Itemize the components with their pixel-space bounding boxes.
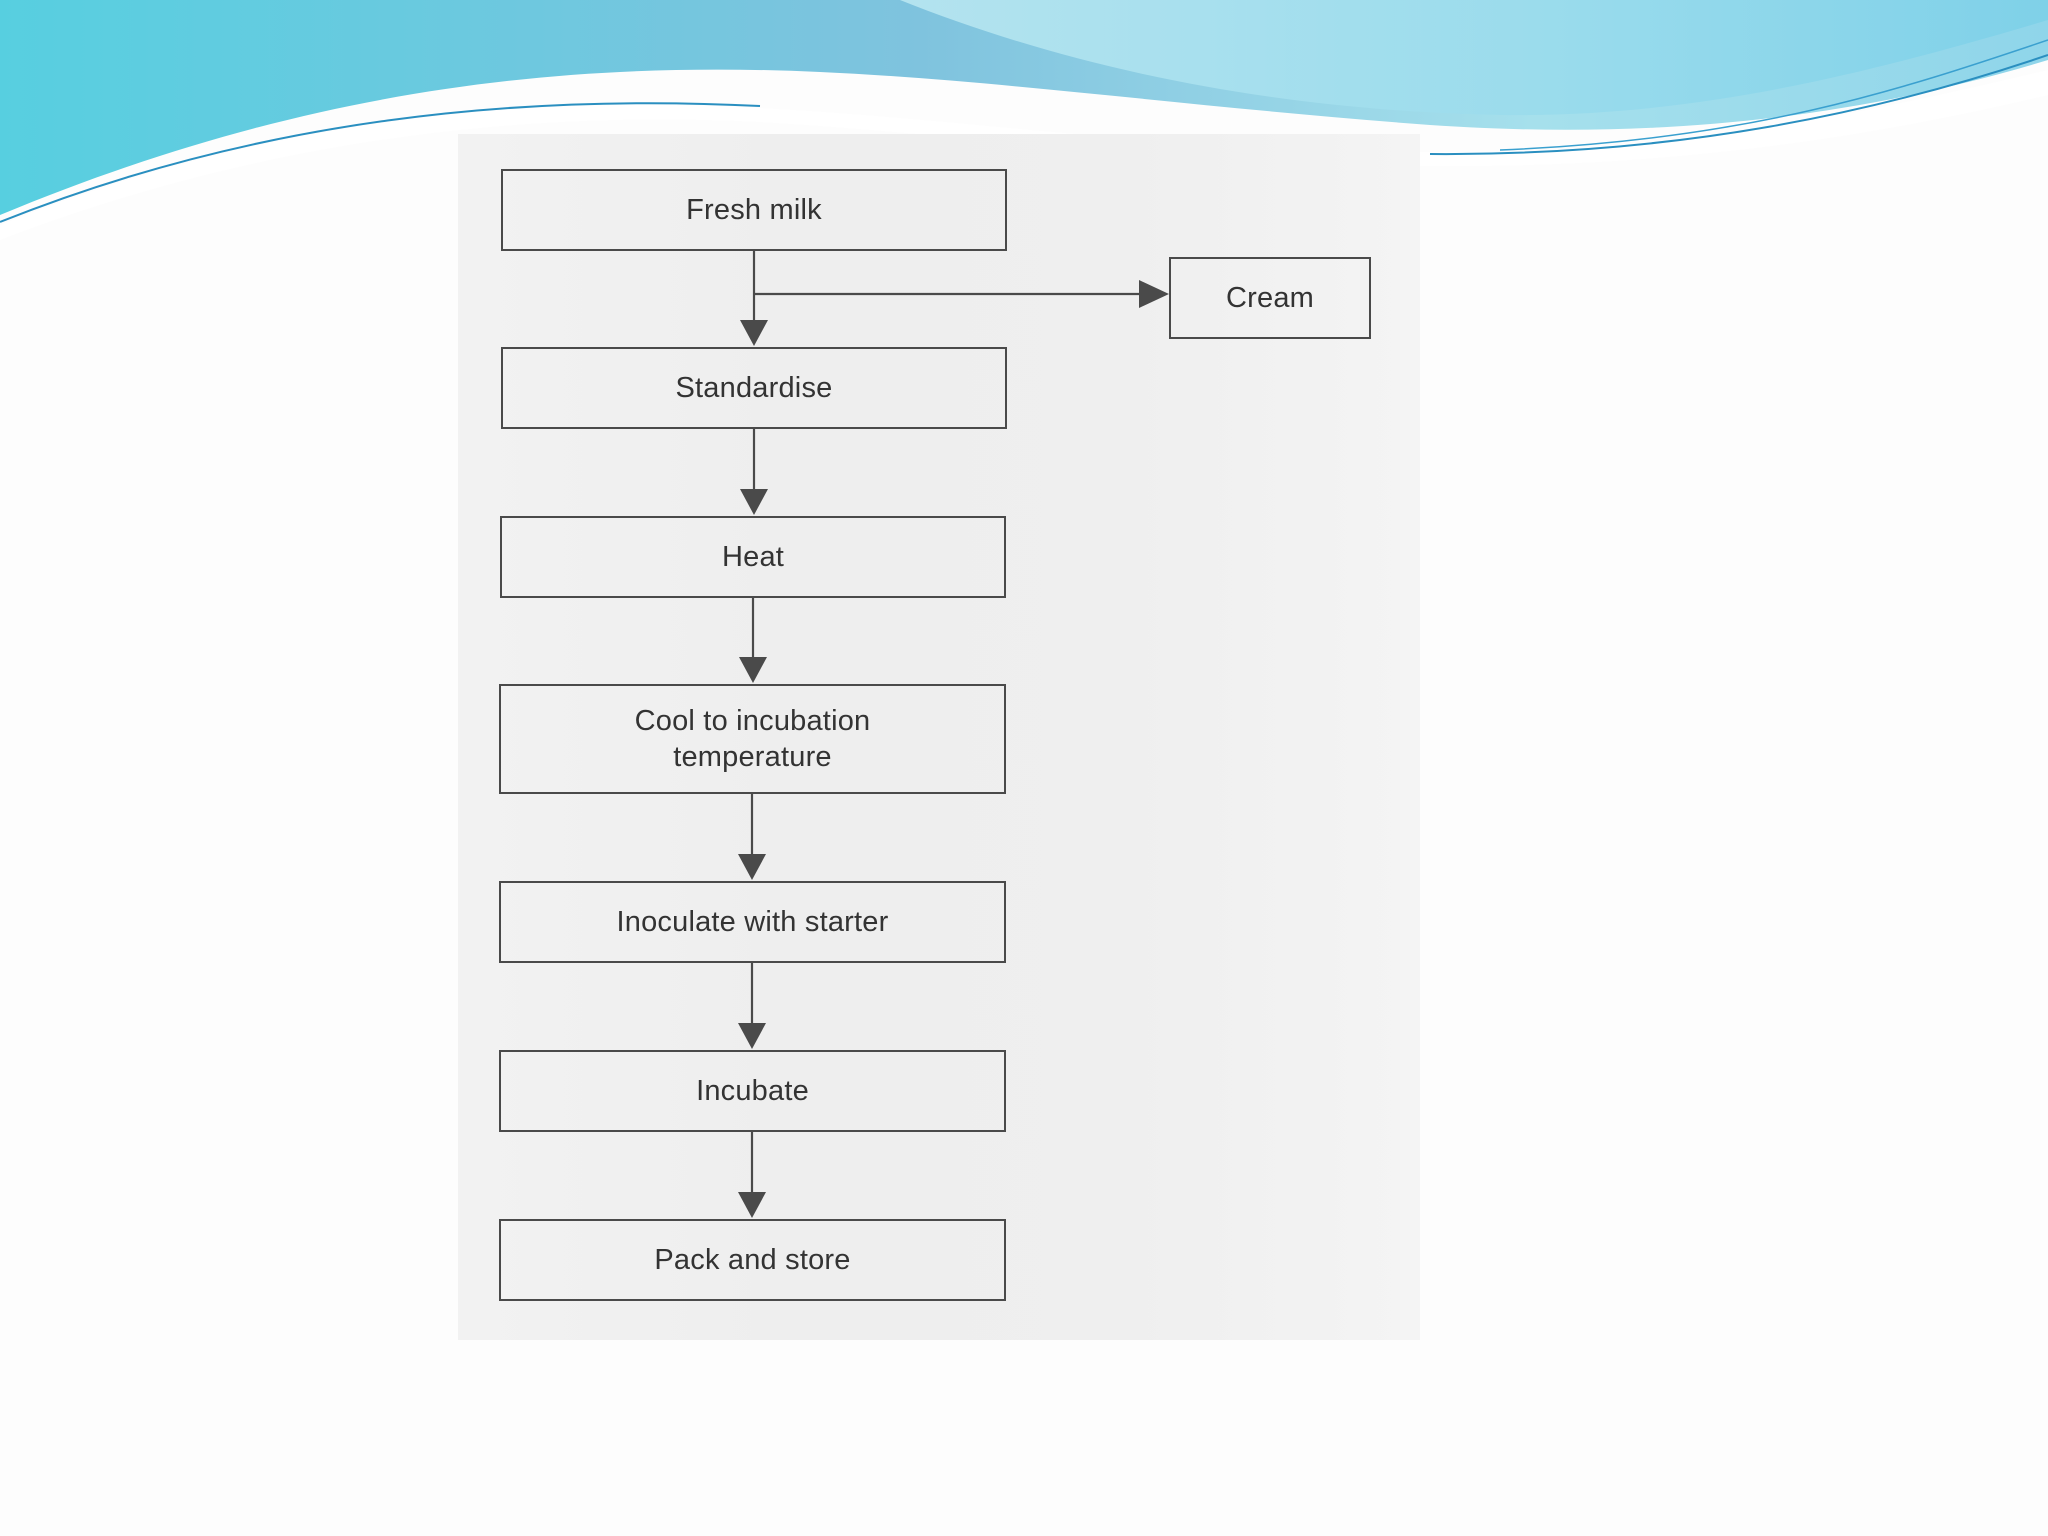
node-incubate: Incubate	[499, 1050, 1006, 1132]
node-cream-label: Cream	[1225, 282, 1314, 314]
node-inoculate-label: Inoculate with starter	[616, 906, 889, 938]
arrowhead-standardise	[740, 320, 768, 346]
node-inoculate-with-starter: Inoculate with starter	[499, 881, 1006, 963]
node-standardise-label: Standardise	[675, 372, 833, 404]
node-heat-label: Heat	[721, 541, 785, 573]
wave-accent-line-right	[1429, 54, 2048, 156]
arrowhead-heat	[740, 489, 768, 515]
wave-accent-line-thin	[1499, 39, 2048, 151]
node-pack-and-store: Pack and store	[499, 1219, 1006, 1301]
node-standardise: Standardise	[501, 347, 1007, 429]
header-wave-decoration	[0, 0, 2048, 240]
node-incubate-label: Incubate	[696, 1075, 809, 1107]
wave-light-overlay	[900, 0, 2048, 116]
arrowhead-pack	[738, 1192, 766, 1218]
arrowhead-inoculate	[738, 854, 766, 880]
flowchart-scan-panel	[458, 134, 1420, 1340]
arrowhead-incubate	[738, 1023, 766, 1049]
node-pack-label: Pack and store	[654, 1244, 851, 1276]
node-fresh-milk-label: Fresh milk	[686, 194, 822, 226]
arrowhead-cool	[739, 657, 767, 683]
node-cool-label: Cool to incubation temperature	[634, 705, 871, 773]
node-cool-to-incubation-temperature: Cool to incubation temperature	[499, 684, 1006, 794]
node-cream: Cream	[1169, 257, 1371, 339]
wave-accent-line	[0, 102, 761, 223]
wave-white-band	[0, 70, 2048, 240]
node-heat: Heat	[500, 516, 1006, 598]
node-fresh-milk: Fresh milk	[501, 169, 1007, 251]
arrowhead-cream	[1139, 280, 1169, 308]
